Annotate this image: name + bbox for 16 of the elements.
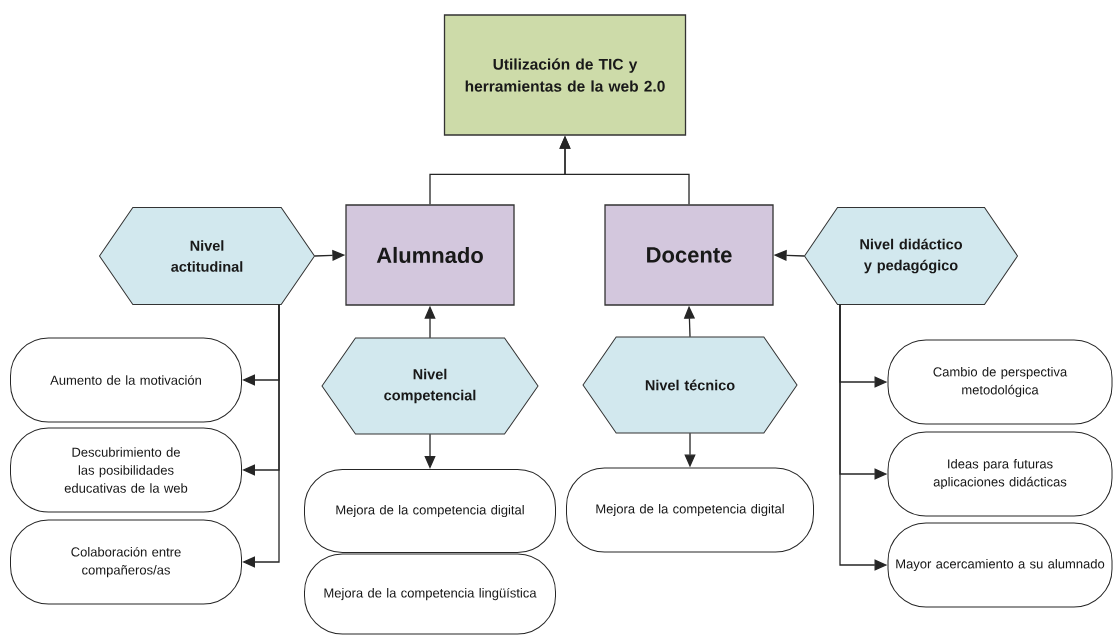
outcome-capsule: Mayor acercamiento a su alumnado — [887, 522, 1113, 608]
outcome-capsule: Aumento de la motivación — [10, 337, 242, 423]
level-hexagon: Nivel competencial — [321, 337, 539, 435]
outcome-capsule: Mejora de la competencia digital — [566, 467, 814, 553]
group-box: Alumnado — [345, 204, 515, 306]
level-hexagon: Nivel didáctico y pedagógico — [804, 207, 1018, 305]
level-hexagon: Nivel actitudinal — [99, 207, 315, 305]
outcome-capsule: Mejora de la competencia digital — [304, 469, 556, 553]
process-box: Utilización de TIC y herramientas de la web 2.0 — [443, 14, 687, 136]
outcome-capsule: Colaboración entre compañeros/as — [10, 519, 242, 605]
group-box: Docente — [604, 204, 774, 306]
outcome-capsule: Ideas para futuras aplicaciones didácticas — [887, 431, 1113, 517]
outcome-capsule: Mejora de la competencia lingüística — [304, 553, 556, 635]
outcome-capsule: Descubrimiento de las posibilidades educativas de la web — [10, 427, 242, 513]
level-hexagon: Nivel técnico — [582, 336, 798, 434]
outcome-capsule: Cambio de perspectiva metodológica — [887, 339, 1113, 425]
